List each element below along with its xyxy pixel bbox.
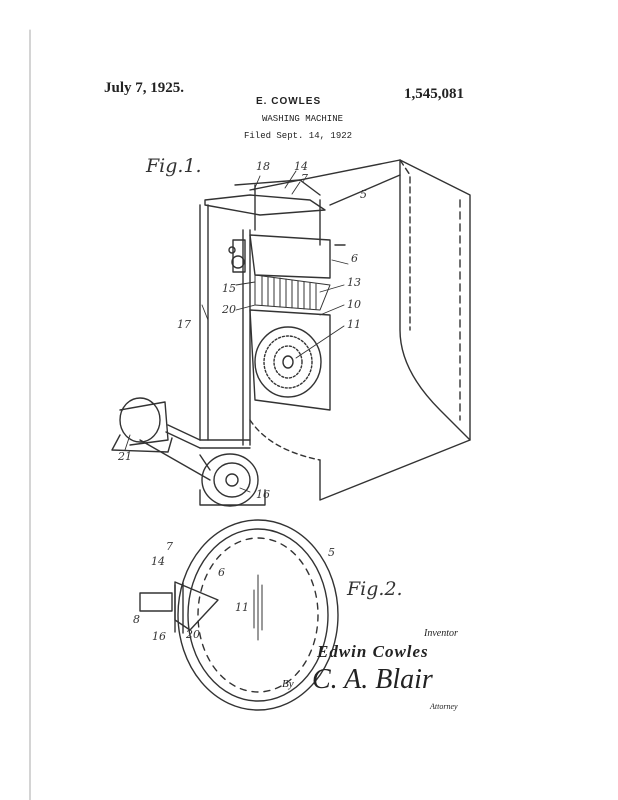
inventor-short-name: E. COWLES	[256, 96, 322, 107]
patent-date: July 7, 1925.	[104, 80, 185, 96]
ref-numeral: 11	[347, 318, 361, 331]
ref-numeral: 18	[256, 160, 270, 173]
by-label: By	[282, 678, 294, 690]
filed-date: Filed Sept. 14, 1922	[244, 131, 353, 141]
patent-title: WASHING MACHINE	[262, 114, 344, 124]
ref-numeral: 7	[301, 172, 308, 185]
patent-number: 1,545,081	[404, 86, 464, 102]
inventor-label: Inventor	[424, 628, 458, 639]
ref-numeral: 16	[152, 630, 166, 643]
ref-numeral: 20	[186, 628, 200, 641]
ref-numeral: 14	[151, 555, 165, 568]
ref-numeral: 11	[235, 601, 249, 614]
ref-numeral: 5	[360, 188, 367, 201]
fig2-label: Fig.2.	[347, 578, 403, 600]
ref-numeral: 14	[294, 160, 308, 173]
ref-numeral: 15	[222, 282, 236, 295]
ref-numeral: 17	[177, 318, 191, 331]
pump	[201, 453, 259, 507]
ref-numeral: 6	[351, 252, 358, 265]
ref-numeral: 7	[166, 540, 173, 553]
ref-numeral: 13	[347, 276, 361, 289]
ref-numeral: 20	[222, 303, 236, 316]
tub-outline	[249, 159, 471, 501]
ref-numeral: 5	[328, 546, 335, 559]
fig1-label: Fig.1.	[146, 155, 202, 177]
ref-numeral: 21	[118, 450, 132, 463]
attorney-signature: C. A. Blair	[312, 664, 433, 695]
ref-numeral: 16	[256, 488, 270, 501]
ref-numeral: 10	[347, 298, 361, 311]
inventor-signature: Edwin Cowles	[317, 642, 429, 661]
attorney-label: Attorney	[430, 702, 458, 711]
ref-numeral: 6	[218, 566, 225, 579]
perforated-disc	[254, 326, 322, 398]
fig2-outer-circle	[177, 519, 339, 711]
ref-numeral: 8	[133, 613, 140, 626]
